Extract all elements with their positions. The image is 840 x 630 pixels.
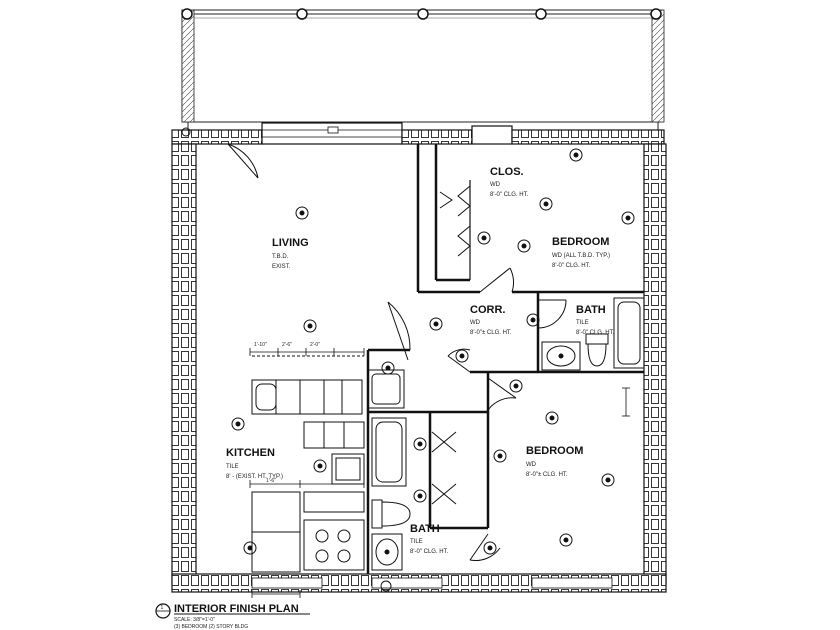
- room-label-bedroom-1: BEDROOM WD (ALL T.B.D. TYP.) 8'-0" CLG. …: [552, 236, 610, 269]
- svg-text:KITCHEN: KITCHEN: [226, 447, 275, 459]
- title-number: 1: [161, 605, 164, 611]
- svg-text:8'-0" CLG. HT.: 8'-0" CLG. HT.: [490, 192, 529, 198]
- svg-text:8'-0" CLG. HT.: 8'-0" CLG. HT.: [576, 330, 615, 336]
- balcony: [181, 8, 665, 132]
- svg-text:LIVING: LIVING: [272, 237, 309, 249]
- bath2-fixtures: [371, 417, 411, 571]
- svg-text:BATH: BATH: [410, 523, 440, 535]
- svg-text:BATH: BATH: [576, 304, 606, 316]
- svg-text:T.B.D.: T.B.D.: [272, 254, 289, 260]
- svg-text:TILE: TILE: [576, 320, 589, 326]
- title-label: INTERIOR FINISH PLAN: [174, 603, 299, 615]
- closet-doors: [431, 185, 471, 505]
- finish-tags: [181, 127, 635, 592]
- bath1-fixtures: [541, 297, 645, 371]
- svg-text:WD: WD: [470, 320, 481, 326]
- svg-text:WD: WD: [490, 182, 501, 188]
- dimension-text: 2'-0": [310, 342, 320, 348]
- dimension-text: 1'-10": [254, 342, 267, 348]
- room-label-living: LIVING T.B.D. EXIST.: [272, 237, 309, 270]
- room-label-bath-2: BATH TILE 8'-0" CLG. HT.: [410, 523, 449, 555]
- svg-text:EXIST.: EXIST.: [272, 264, 291, 270]
- svg-text:TILE: TILE: [410, 539, 423, 545]
- svg-text:WD (ALL T.B.D. TYP.): WD (ALL T.B.D. TYP.): [552, 253, 610, 259]
- svg-text:CORR.: CORR.: [470, 304, 505, 316]
- exterior-walls: [171, 122, 667, 593]
- kitchen-cabinets: [251, 355, 405, 573]
- svg-text:CLOS.: CLOS.: [490, 166, 524, 178]
- room-label-corridor: CORR. WD 8'-0"± CLG. HT.: [470, 304, 512, 336]
- doors: [227, 143, 567, 561]
- svg-text:8'-0" CLG. HT.: 8'-0" CLG. HT.: [552, 263, 591, 269]
- dimension-lines: [249, 348, 630, 598]
- svg-text:8'-0"± CLG. HT.: 8'-0"± CLG. HT.: [526, 472, 568, 478]
- dimension-text: 1'-6": [266, 478, 276, 484]
- room-label-kitchen: KITCHEN TILE 8' - (EXIST. HT. TYP.): [226, 447, 283, 480]
- svg-text:TILE: TILE: [226, 464, 239, 470]
- room-label-closet: CLOS. WD 8'-0" CLG. HT.: [490, 166, 529, 198]
- svg-text:8'-0" CLG. HT.: 8'-0" CLG. HT.: [410, 549, 449, 555]
- svg-text:BEDROOM: BEDROOM: [526, 445, 583, 457]
- title-note: (3) BEDROOM (2) STORY BLDG: [174, 624, 248, 630]
- svg-text:WD: WD: [526, 462, 537, 468]
- svg-text:BEDROOM: BEDROOM: [552, 236, 609, 248]
- dimension-text: 2'-6": [282, 342, 292, 348]
- interior-walls: [366, 144, 644, 574]
- svg-text:8' - (EXIST. HT. TYP.): 8' - (EXIST. HT. TYP.): [226, 474, 283, 480]
- room-label-bedroom-2: BEDROOM WD 8'-0"± CLG. HT.: [526, 445, 583, 478]
- room-label-bath-1: BATH TILE 8'-0" CLG. HT.: [576, 304, 615, 336]
- title-block: 1 INTERIOR FINISH PLAN SCALE: 3/8"=1'-0"…: [155, 603, 310, 630]
- svg-text:8'-0"± CLG. HT.: 8'-0"± CLG. HT.: [470, 330, 512, 336]
- title-scale: SCALE: 3/8"=1'-0": [174, 617, 215, 623]
